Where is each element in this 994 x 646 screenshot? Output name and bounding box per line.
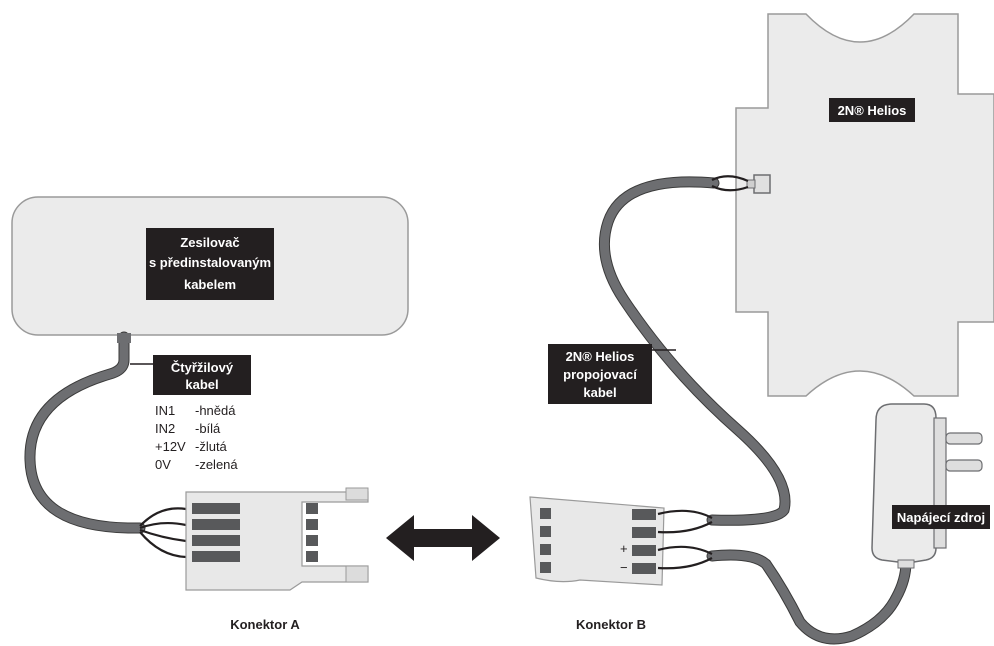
svg-text:0V: 0V: [155, 457, 171, 472]
helios-cable-wires-bottom: [657, 509, 713, 534]
helios-cable-wires-top: [711, 175, 749, 192]
double-arrow: [386, 515, 500, 561]
power-cable: [706, 549, 912, 645]
helios-port: [753, 174, 771, 194]
helios-label: 2N® Helios: [829, 98, 915, 122]
amplifier-label: Zesilovač s předinstalovaným kabelem: [146, 228, 274, 300]
svg-text:+12V: +12V: [155, 439, 186, 454]
wiring-legend: IN1 -hnědá IN2 -bílá +12V -žlutá 0V -zel…: [155, 403, 238, 472]
power-supply-label: Napájecí zdroj: [892, 505, 990, 529]
amplifier-cable: [24, 331, 146, 534]
svg-text:-žlutá: -žlutá: [195, 439, 228, 454]
plug-prong-bottom: [945, 459, 983, 472]
power-cable-wires: [657, 545, 713, 570]
four-wire-cable-label: Čtyřžilový kabel: [153, 355, 251, 395]
plus-sign: +: [620, 541, 628, 556]
svg-text:-zelená: -zelená: [195, 457, 238, 472]
svg-text:IN2: IN2: [155, 421, 175, 436]
helios-cable-label: 2N® Helios propojovací kabel: [548, 344, 652, 404]
svg-text:-hnědá: -hnědá: [195, 403, 236, 418]
connector-b: + −: [529, 496, 665, 586]
svg-text:kabel: kabel: [185, 377, 218, 392]
power-supply: [871, 403, 983, 569]
minus-sign: −: [620, 560, 628, 575]
connector-a: [185, 487, 369, 591]
svg-text:-bílá: -bílá: [195, 421, 221, 436]
svg-text:kabel: kabel: [583, 385, 616, 400]
svg-text:kabelem: kabelem: [184, 277, 236, 292]
svg-text:Napájecí zdroj: Napájecí zdroj: [897, 510, 985, 525]
connector-b-caption: Konektor B: [576, 617, 646, 632]
svg-text:s předinstalovaným: s předinstalovaným: [149, 255, 271, 270]
connector-a-caption: Konektor A: [230, 617, 300, 632]
connector-a-wires: [139, 507, 187, 559]
svg-text:2N® Helios: 2N® Helios: [566, 349, 635, 364]
svg-text:Čtyřžilový: Čtyřžilový: [171, 360, 234, 375]
helios-unit: [735, 13, 994, 397]
svg-text:2N® Helios: 2N® Helios: [838, 103, 907, 118]
helios-cable: [598, 176, 791, 526]
svg-text:IN1: IN1: [155, 403, 175, 418]
plug-prong-top: [945, 432, 983, 445]
svg-text:propojovací: propojovací: [563, 367, 637, 382]
svg-text:Zesilovač: Zesilovač: [180, 235, 239, 250]
